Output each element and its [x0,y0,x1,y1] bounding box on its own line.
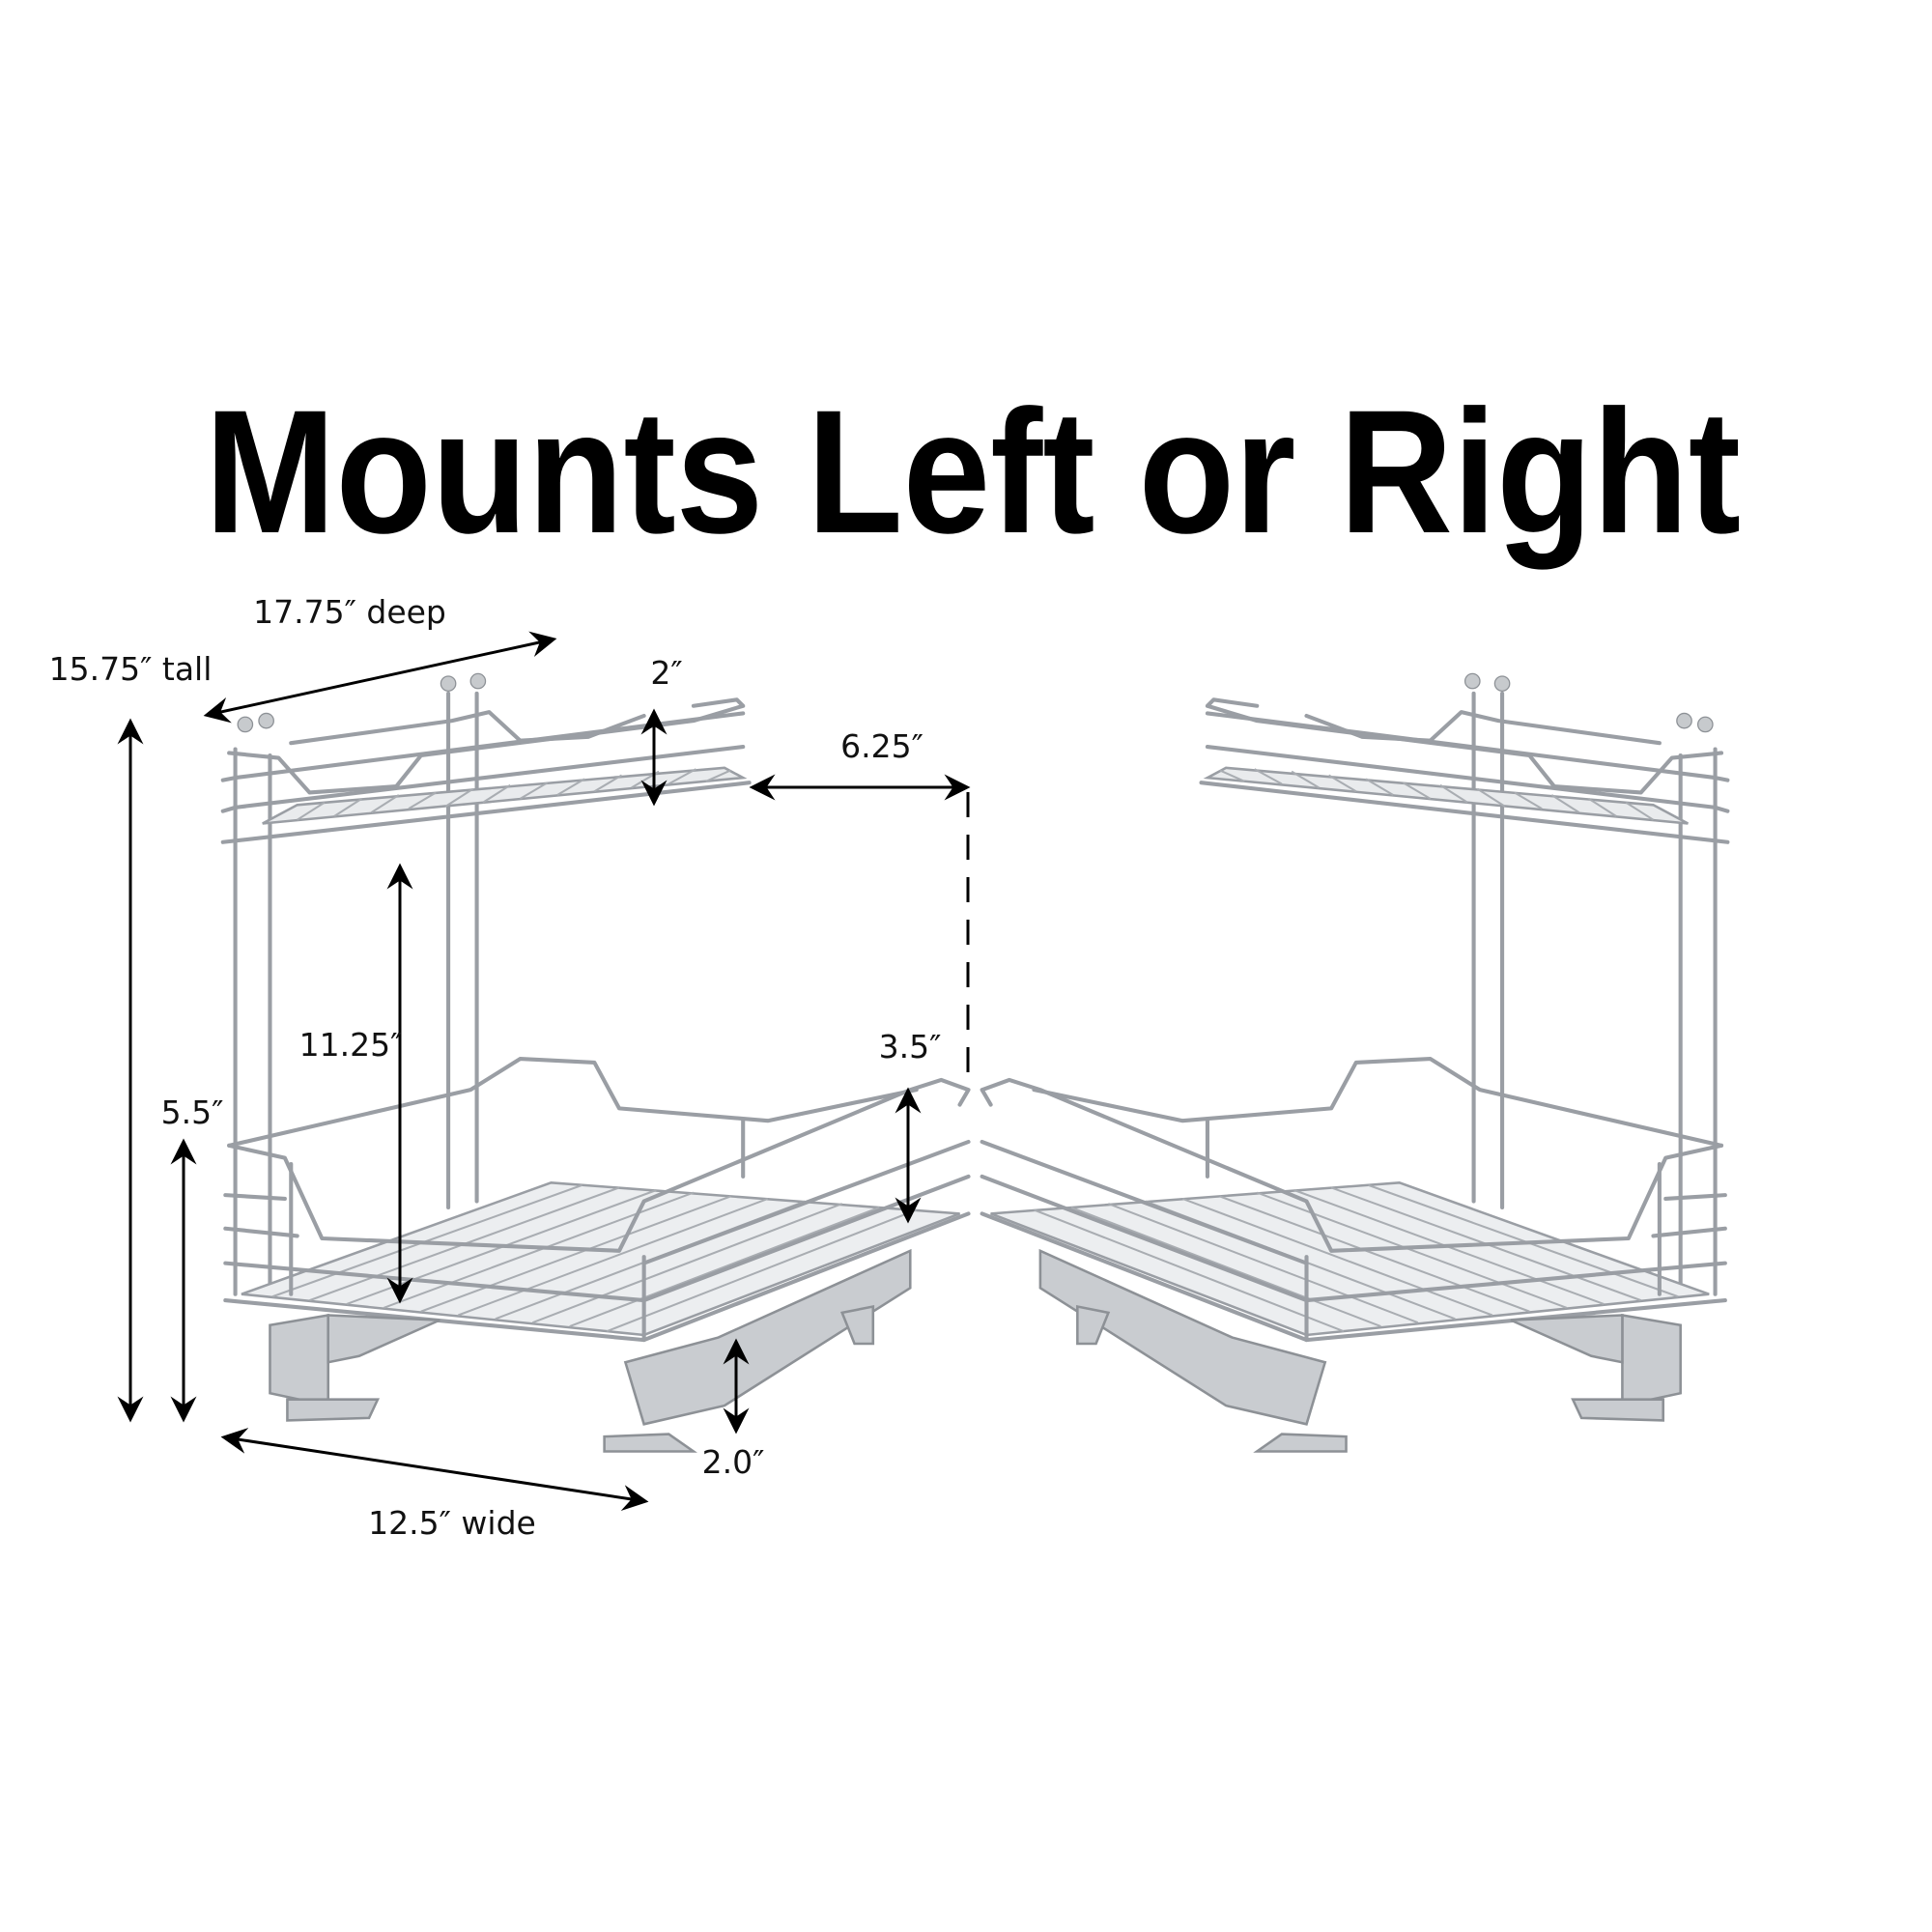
clearance-label: 6.25″ [840,727,923,765]
width-arrow [220,1428,649,1511]
dimension-arrows [117,631,971,1511]
bottom-height-label: 5.5″ [161,1094,224,1131]
depth-label: 17.75″ deep [253,593,446,631]
slide-height-label: 2.0″ [702,1443,765,1481]
shelf-gap-label: 11.25″ [299,1026,403,1064]
top-rail-label: 2″ [650,654,682,692]
page-title: Mounts Left or Right [205,373,1741,570]
width-label: 12.5″ wide [368,1504,536,1542]
right-mount-organizer [982,673,1728,1451]
height-label: 15.75″ tall [49,650,213,688]
depth-arrow [203,631,557,724]
bottom-rail-label: 3.5″ [879,1028,942,1065]
